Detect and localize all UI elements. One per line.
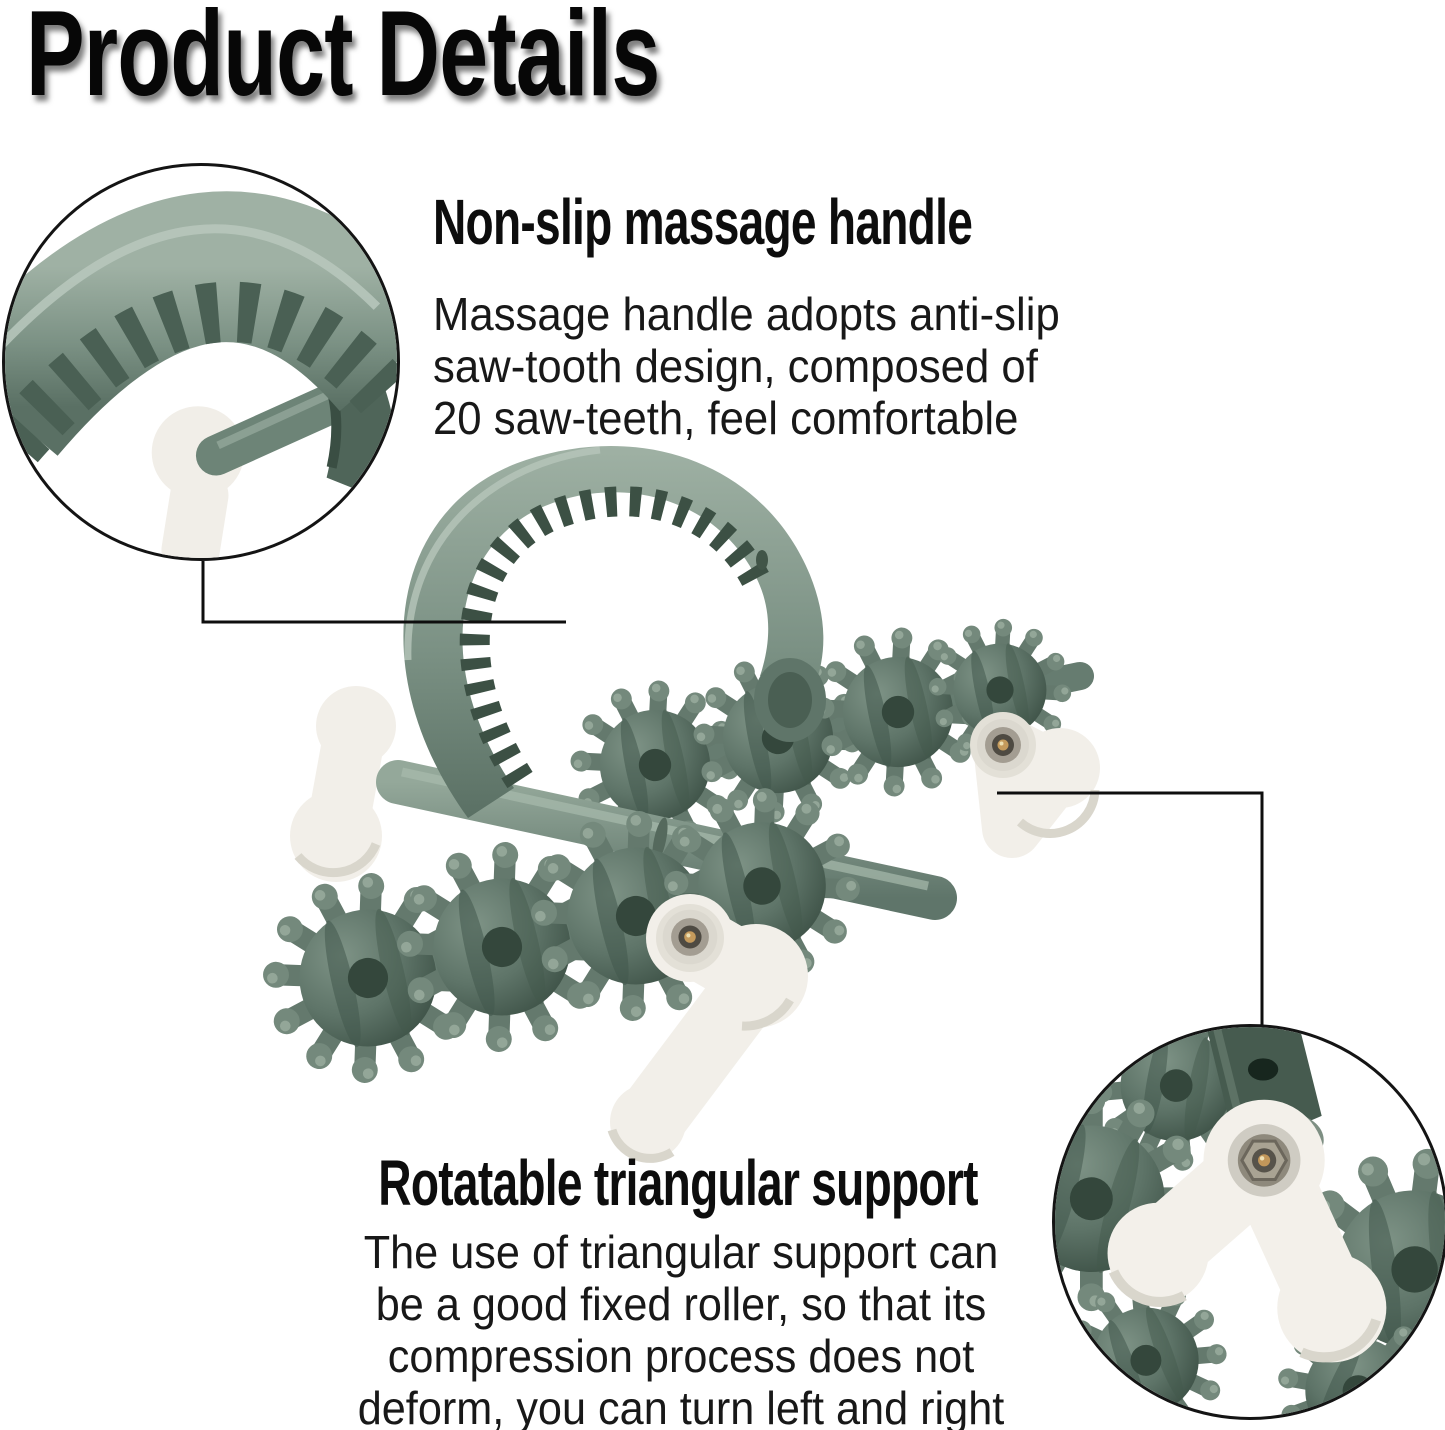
support-callout-line bbox=[997, 791, 1264, 1026]
handle-zoom-inset bbox=[2, 163, 400, 561]
handle-section-heading: Non-slip massage handle bbox=[433, 186, 973, 258]
support-section-description: The use of triangular support can be a g… bbox=[357, 1226, 1005, 1430]
support-zoom-inset bbox=[1052, 1024, 1445, 1420]
support-section-heading: Rotatable triangular support bbox=[378, 1147, 978, 1219]
handle-callout-line bbox=[201, 561, 566, 624]
handle-section-description: Massage handle adopts anti-slip saw-toot… bbox=[433, 288, 1060, 444]
page-title: Product Details bbox=[26, 0, 660, 121]
